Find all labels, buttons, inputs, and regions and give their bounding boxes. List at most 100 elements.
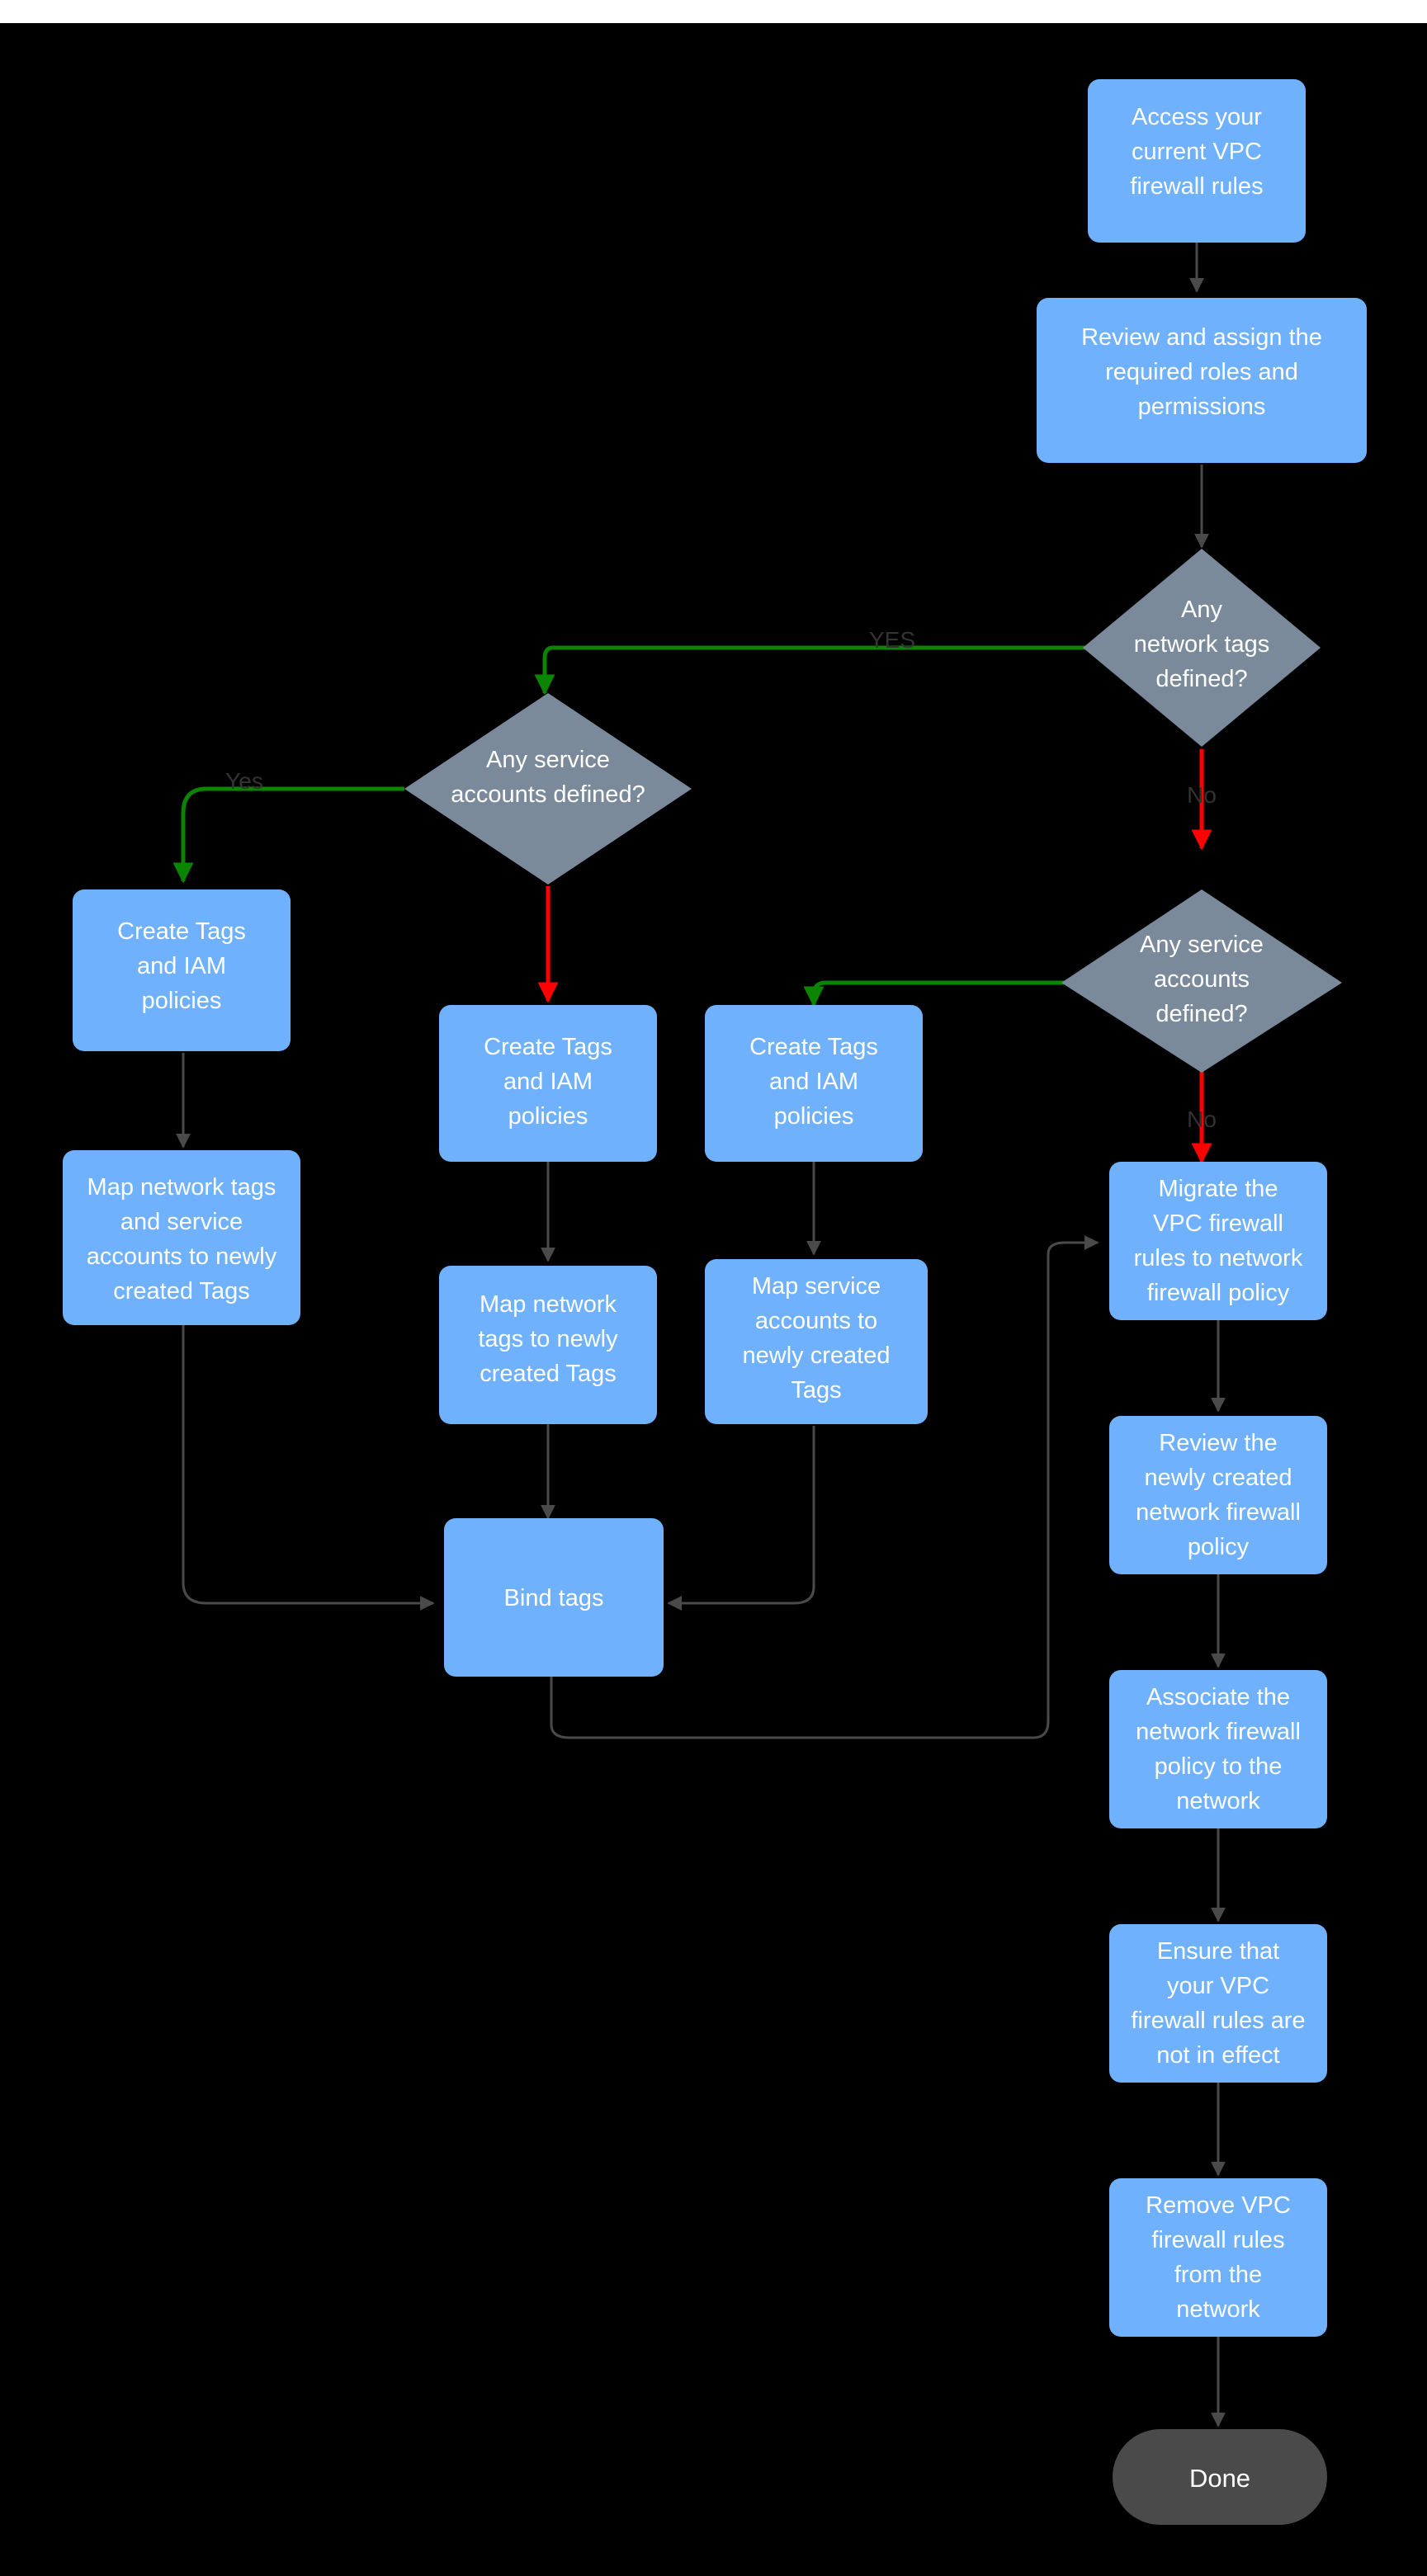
node-label-line: required roles and: [1105, 359, 1298, 385]
node-label-line: your VPC: [1167, 1973, 1269, 1999]
node-label-line: newly created: [743, 1342, 891, 1369]
node-label-line: Bind tags: [504, 1585, 604, 1611]
node-label-line: Ensure that: [1157, 1938, 1279, 1965]
node-label-line: Migrate the: [1158, 1176, 1278, 1202]
node-label-line: network: [1176, 2296, 1260, 2323]
node-label-line: network tags: [1134, 631, 1269, 658]
edge-service-left-yes: [172, 786, 404, 884]
node-create-tags-mid[interactable]: Create Tags and IAM policies: [439, 1005, 657, 1162]
node-label-line: defined?: [1155, 666, 1247, 692]
node-label-line: Create Tags: [749, 1034, 878, 1060]
node-label-line: not in effect: [1156, 2042, 1279, 2069]
node-label-line: and IAM: [137, 953, 226, 979]
node-label-line: Map service: [752, 1273, 881, 1300]
node-label-line: network firewall: [1136, 1499, 1301, 1526]
node-label-line: Any: [1181, 597, 1222, 623]
node-label-line: newly created: [1145, 1465, 1292, 1491]
node-shape-rect: [1088, 79, 1306, 243]
node-decision-network-tags[interactable]: Any network tags defined?: [1083, 549, 1321, 747]
node-label-line: Remove VPC: [1146, 2192, 1291, 2219]
node-shape-diamond: [404, 693, 692, 885]
node-label-line: Create Tags: [484, 1034, 612, 1060]
node-label-line: policy: [1188, 1534, 1250, 1560]
node-label-line: created Tags: [113, 1278, 250, 1305]
node-label-line: VPC firewall: [1153, 1210, 1283, 1237]
node-label-line: policy to the: [1155, 1753, 1283, 1780]
flowchart-stage: Access your current VPC firewall rules R…: [0, 23, 1427, 2576]
node-label-line: tags to newly: [478, 1326, 618, 1352]
node-label-line: permissions: [1138, 394, 1266, 420]
node-shape-rect: [1109, 2178, 1327, 2337]
node-map-network-tags[interactable]: Map network tags to newly created Tags: [439, 1266, 657, 1424]
node-shape-rect: [1109, 1670, 1327, 1828]
edge-label-no-network-tags: No: [1187, 782, 1217, 808]
node-shape-rect: [444, 1518, 664, 1677]
node-label-line: Map network tags: [87, 1174, 276, 1201]
node-shape-rect: [705, 1005, 923, 1162]
node-label-line: accounts: [1154, 966, 1250, 993]
node-label-line: Map network: [480, 1291, 617, 1318]
node-shape-rect: [1109, 1416, 1327, 1574]
node-label-line: Review and assign the: [1081, 324, 1322, 351]
node-decision-service-right[interactable]: Any service accounts defined?: [1061, 889, 1342, 1073]
node-label-line: created Tags: [480, 1361, 617, 1387]
node-bind-tags[interactable]: Bind tags: [444, 1518, 664, 1677]
node-shape-terminal: [1113, 2429, 1327, 2525]
node-label-line: Review the: [1159, 1430, 1277, 1456]
node-shape-rect: [1109, 1162, 1327, 1320]
node-shape-rect: [439, 1005, 657, 1162]
node-access-rules[interactable]: Access your current VPC firewall rules: [1088, 79, 1306, 243]
node-label-line: current VPC: [1132, 139, 1262, 165]
flowchart-svg: Access your current VPC firewall rules R…: [63, 79, 1367, 2525]
node-label-line: firewall rules: [1151, 2227, 1284, 2253]
node-remove-rules[interactable]: Remove VPC firewall rules from the netwo…: [1109, 2178, 1327, 2337]
node-label-line: policies: [142, 988, 222, 1014]
edge-network-tags-yes: [534, 645, 1086, 696]
edge-service-right-yes: [803, 980, 1065, 1007]
node-label-line: accounts to: [755, 1308, 877, 1334]
node-associate-policy[interactable]: Associate the network firewall policy to…: [1109, 1670, 1327, 1828]
node-label-line: Create Tags: [117, 918, 246, 945]
edge-label-yes-network-tags: YES: [869, 627, 915, 653]
node-map-service-accounts[interactable]: Map service accounts to newly created Ta…: [705, 1259, 928, 1424]
node-decision-service-left[interactable]: Any service accounts defined?: [404, 693, 692, 885]
node-label-line: Access your: [1132, 104, 1262, 130]
node-label-line: accounts to newly: [87, 1243, 277, 1270]
node-label-line: Tags: [791, 1377, 841, 1404]
node-label-line: accounts defined?: [451, 781, 645, 808]
node-shape-rect: [439, 1266, 657, 1424]
node-label-line: Any service: [486, 747, 610, 773]
node-label-line: Done: [1189, 2464, 1250, 2493]
node-label-line: and IAM: [769, 1069, 858, 1095]
edge-mapservice-to-bindtags: [667, 1426, 815, 1611]
node-label-line: Associate the: [1146, 1684, 1290, 1710]
node-create-tags-left[interactable]: Create Tags and IAM policies: [73, 889, 291, 1051]
node-shape-rect: [1109, 1924, 1327, 2083]
node-review-policy[interactable]: Review the newly created network firewal…: [1109, 1416, 1327, 1574]
node-label-line: firewall rules are: [1131, 2007, 1305, 2034]
edge-mapboth-to-bindtags: [182, 1325, 435, 1611]
node-shape-diamond: [1061, 889, 1342, 1073]
node-map-both[interactable]: Map network tags and service accounts to…: [63, 1150, 300, 1325]
node-label-line: firewall policy: [1147, 1280, 1290, 1306]
node-review-roles[interactable]: Review and assign the required roles and…: [1037, 298, 1367, 463]
node-label-line: and service: [120, 1209, 243, 1235]
edge-label-yes-service-left: Yes: [225, 768, 263, 794]
node-label-line: policies: [774, 1103, 854, 1130]
node-migrate-rules[interactable]: Migrate the VPC firewall rules to networ…: [1109, 1162, 1327, 1320]
node-label-line: network: [1176, 1788, 1260, 1814]
node-create-tags-mid2[interactable]: Create Tags and IAM policies: [705, 1005, 923, 1162]
node-ensure-not-effect[interactable]: Ensure that your VPC firewall rules are …: [1109, 1924, 1327, 2083]
node-shape-diamond: [1083, 549, 1321, 747]
node-label-line: rules to network: [1134, 1245, 1303, 1271]
node-label-line: network firewall: [1136, 1719, 1301, 1745]
node-done[interactable]: Done: [1113, 2429, 1327, 2525]
edge-label-no-service-right: No: [1187, 1106, 1217, 1132]
node-label-line: and IAM: [503, 1069, 593, 1095]
node-shape-rect: [1037, 298, 1367, 463]
node-shape-rect: [63, 1150, 300, 1325]
node-label-line: Any service: [1140, 932, 1264, 958]
node-label-line: defined?: [1155, 1001, 1247, 1027]
node-shape-rect: [705, 1259, 928, 1424]
